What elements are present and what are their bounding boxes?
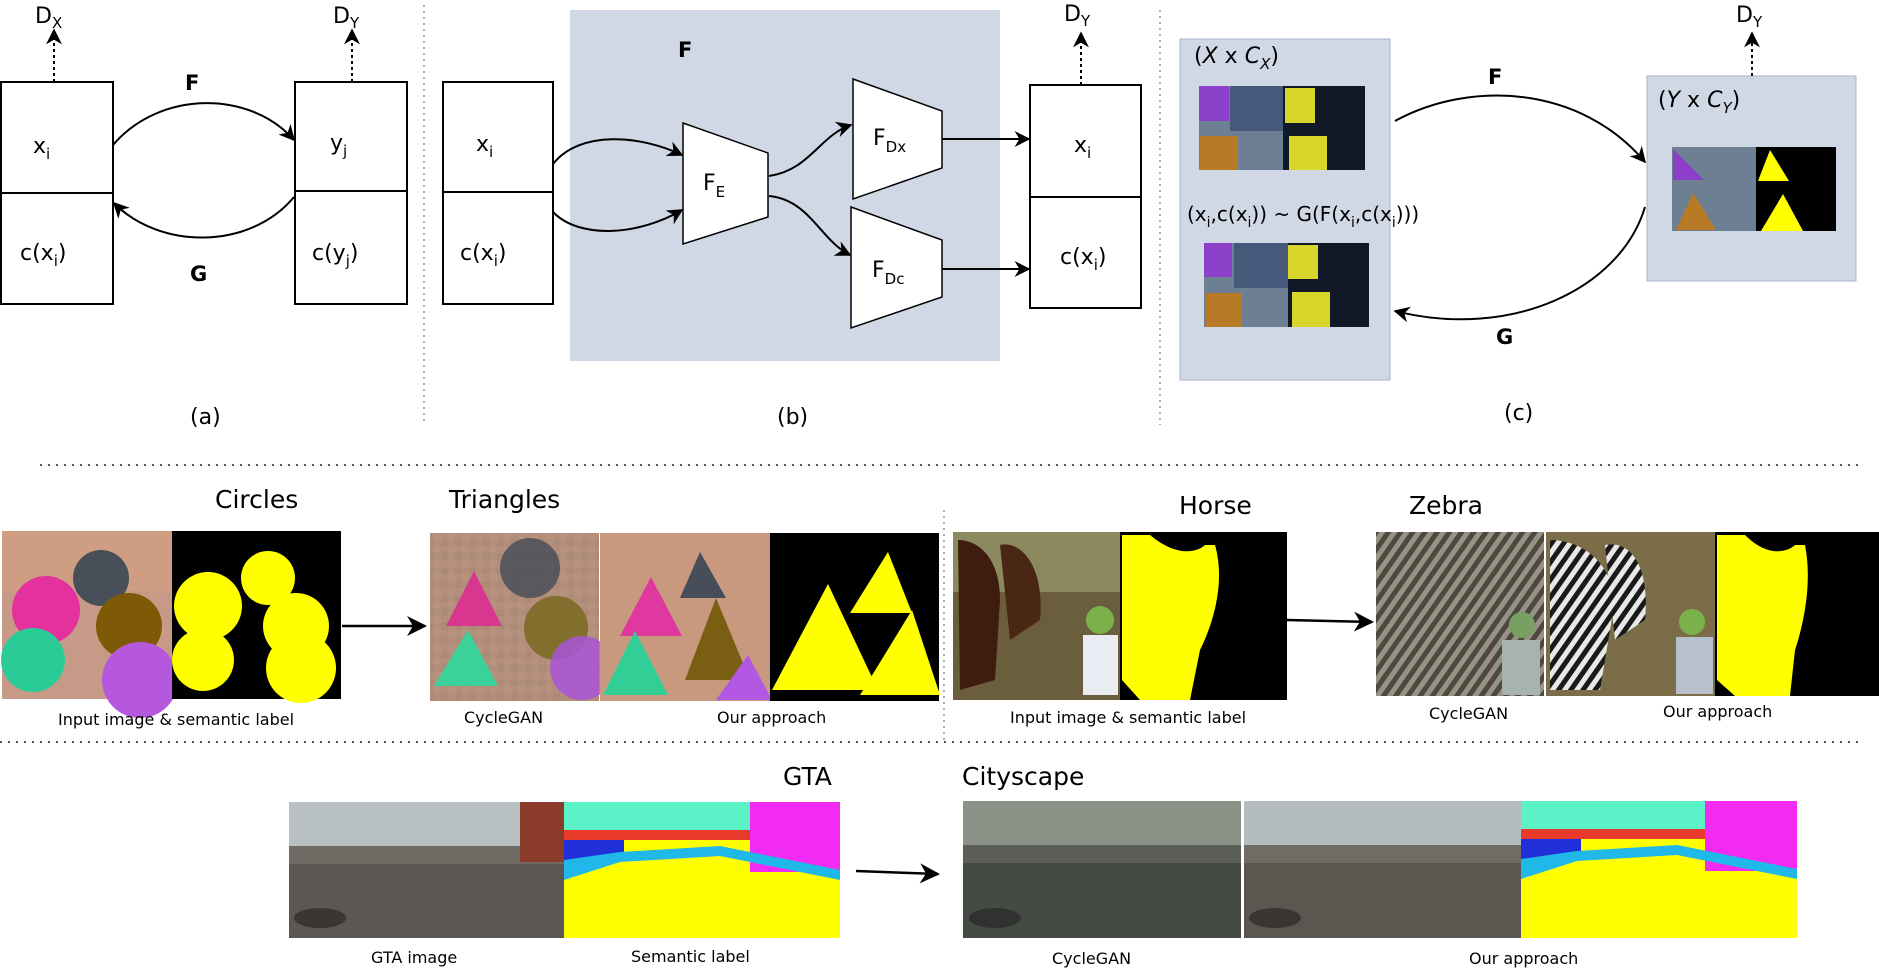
our-approach-zebra-output [1546,532,1715,696]
decoder-c-label: FDc [872,258,904,288]
our-approach-cityscape-output [1244,801,1521,938]
dy-label: DY [333,4,360,32]
dy-label-c: DY [1736,3,1763,31]
g-arrow [112,196,295,239]
our-approach-caption-2: Our approach [1663,702,1772,721]
x-var: xi [33,134,50,163]
cyclegan-caption-1: CycleGAN [464,708,543,727]
gta-input-image [289,802,564,938]
x-space-label: (X x CX) [1194,44,1279,73]
encoder-label: FE [703,171,725,201]
arrow-cx-to-encoder [552,209,684,232]
cyclegan-caption-2: CycleGAN [1429,704,1508,723]
zebra-semantic-label [1715,532,1879,696]
circles-input-caption: Input image & semantic label [58,710,294,729]
horse-input-caption: Input image & semantic label [1010,708,1246,727]
decoder-x-shape [852,77,943,201]
reconstruction-equation: (xi,c(xi)) ~ G(F(xi,c(xi))) [1187,202,1419,231]
circles-example: Circles Input image & semantic label Tri… [1,485,940,729]
cyclegan-zebra-output [1376,532,1544,696]
f-network-background [570,10,1000,361]
circles-semantic-label [172,531,341,703]
x-space-sample-image [1199,86,1365,170]
cityscape-semantic-label [1521,801,1797,938]
horse-semantic-label [1120,532,1287,700]
cy-var: c(yj) [312,241,358,270]
horse-input-image [953,532,1120,700]
g-label-c: G [1496,325,1513,349]
encoder-shape [682,121,769,246]
our-approach-caption-1: Our approach [717,708,826,727]
y-domain-box [294,81,408,305]
y-space-sample-image [1672,147,1836,231]
f-network-label: F [678,38,692,62]
gta-image-caption: GTA image [371,948,457,967]
f-arrow [112,102,296,146]
input-cx: c(xi) [460,241,506,270]
y-space-label: (Y x CY) [1658,88,1740,117]
gta-heading: GTA [783,762,832,791]
gta-transfer-arrow [855,863,940,884]
decoder-c-shape [850,205,943,330]
panel-b: F xi c(xi) FE FDx FDc xi c(xi) DY (b) [442,2,1142,430]
caption-c: (c) [1504,401,1533,426]
triangles-semantic-label [770,533,940,701]
g-arrow-c [1393,206,1646,323]
horse-zebra-example: Horse Zebra Input image & semantic label [953,491,1879,727]
circles-input-image [1,531,178,718]
reconstructed-sample-image [1204,243,1369,327]
triangles-heading: Triangles [448,485,560,514]
panel-a: DX DY xi c(xi) yj c(yj) F G (a) [0,4,408,430]
caption-b: (b) [777,405,808,430]
our-approach-shapes-output [600,533,772,701]
arrow-x-to-encoder [552,138,684,165]
dx-label: DX [35,4,62,32]
dy-label-b: DY [1064,2,1091,30]
circles-heading: Circles [215,485,298,514]
decoder-x-label: FDx [873,126,906,156]
gta-semantic-label [564,802,840,938]
cx-var: c(xi) [20,241,66,270]
horse-heading: Horse [1179,491,1252,520]
f-label-c: F [1488,65,1502,89]
f-label: F [185,71,199,95]
output-cx: c(xi) [1060,245,1106,274]
semantic-label-caption: Semantic label [631,947,750,966]
our-approach-caption-3: Our approach [1469,949,1578,968]
arrow-encoder-to-dc [768,195,852,256]
cyclegan-cityscape-output [963,801,1241,938]
arrow-encoder-to-dx [768,121,853,177]
output-x: xi [1074,133,1091,162]
g-label: G [190,262,207,286]
panel-c: (X x CX) (xi,c(xi)) ~ G(F(xi,c(xi))) (Y … [1179,3,1857,426]
cityscape-heading: Cityscape [962,762,1084,791]
f-arrow-c [1394,94,1647,164]
cyclegan-caption-3: CycleGAN [1052,949,1131,968]
input-x: xi [476,132,493,161]
gta-cityscape-example: GTA Cityscape GTA image Semantic label [289,762,1797,968]
horse-transfer-arrow [1286,611,1374,632]
caption-a: (a) [190,405,221,430]
cyclegan-shapes-output [430,533,614,701]
y-var: yj [330,131,347,160]
zebra-heading: Zebra [1409,491,1483,520]
